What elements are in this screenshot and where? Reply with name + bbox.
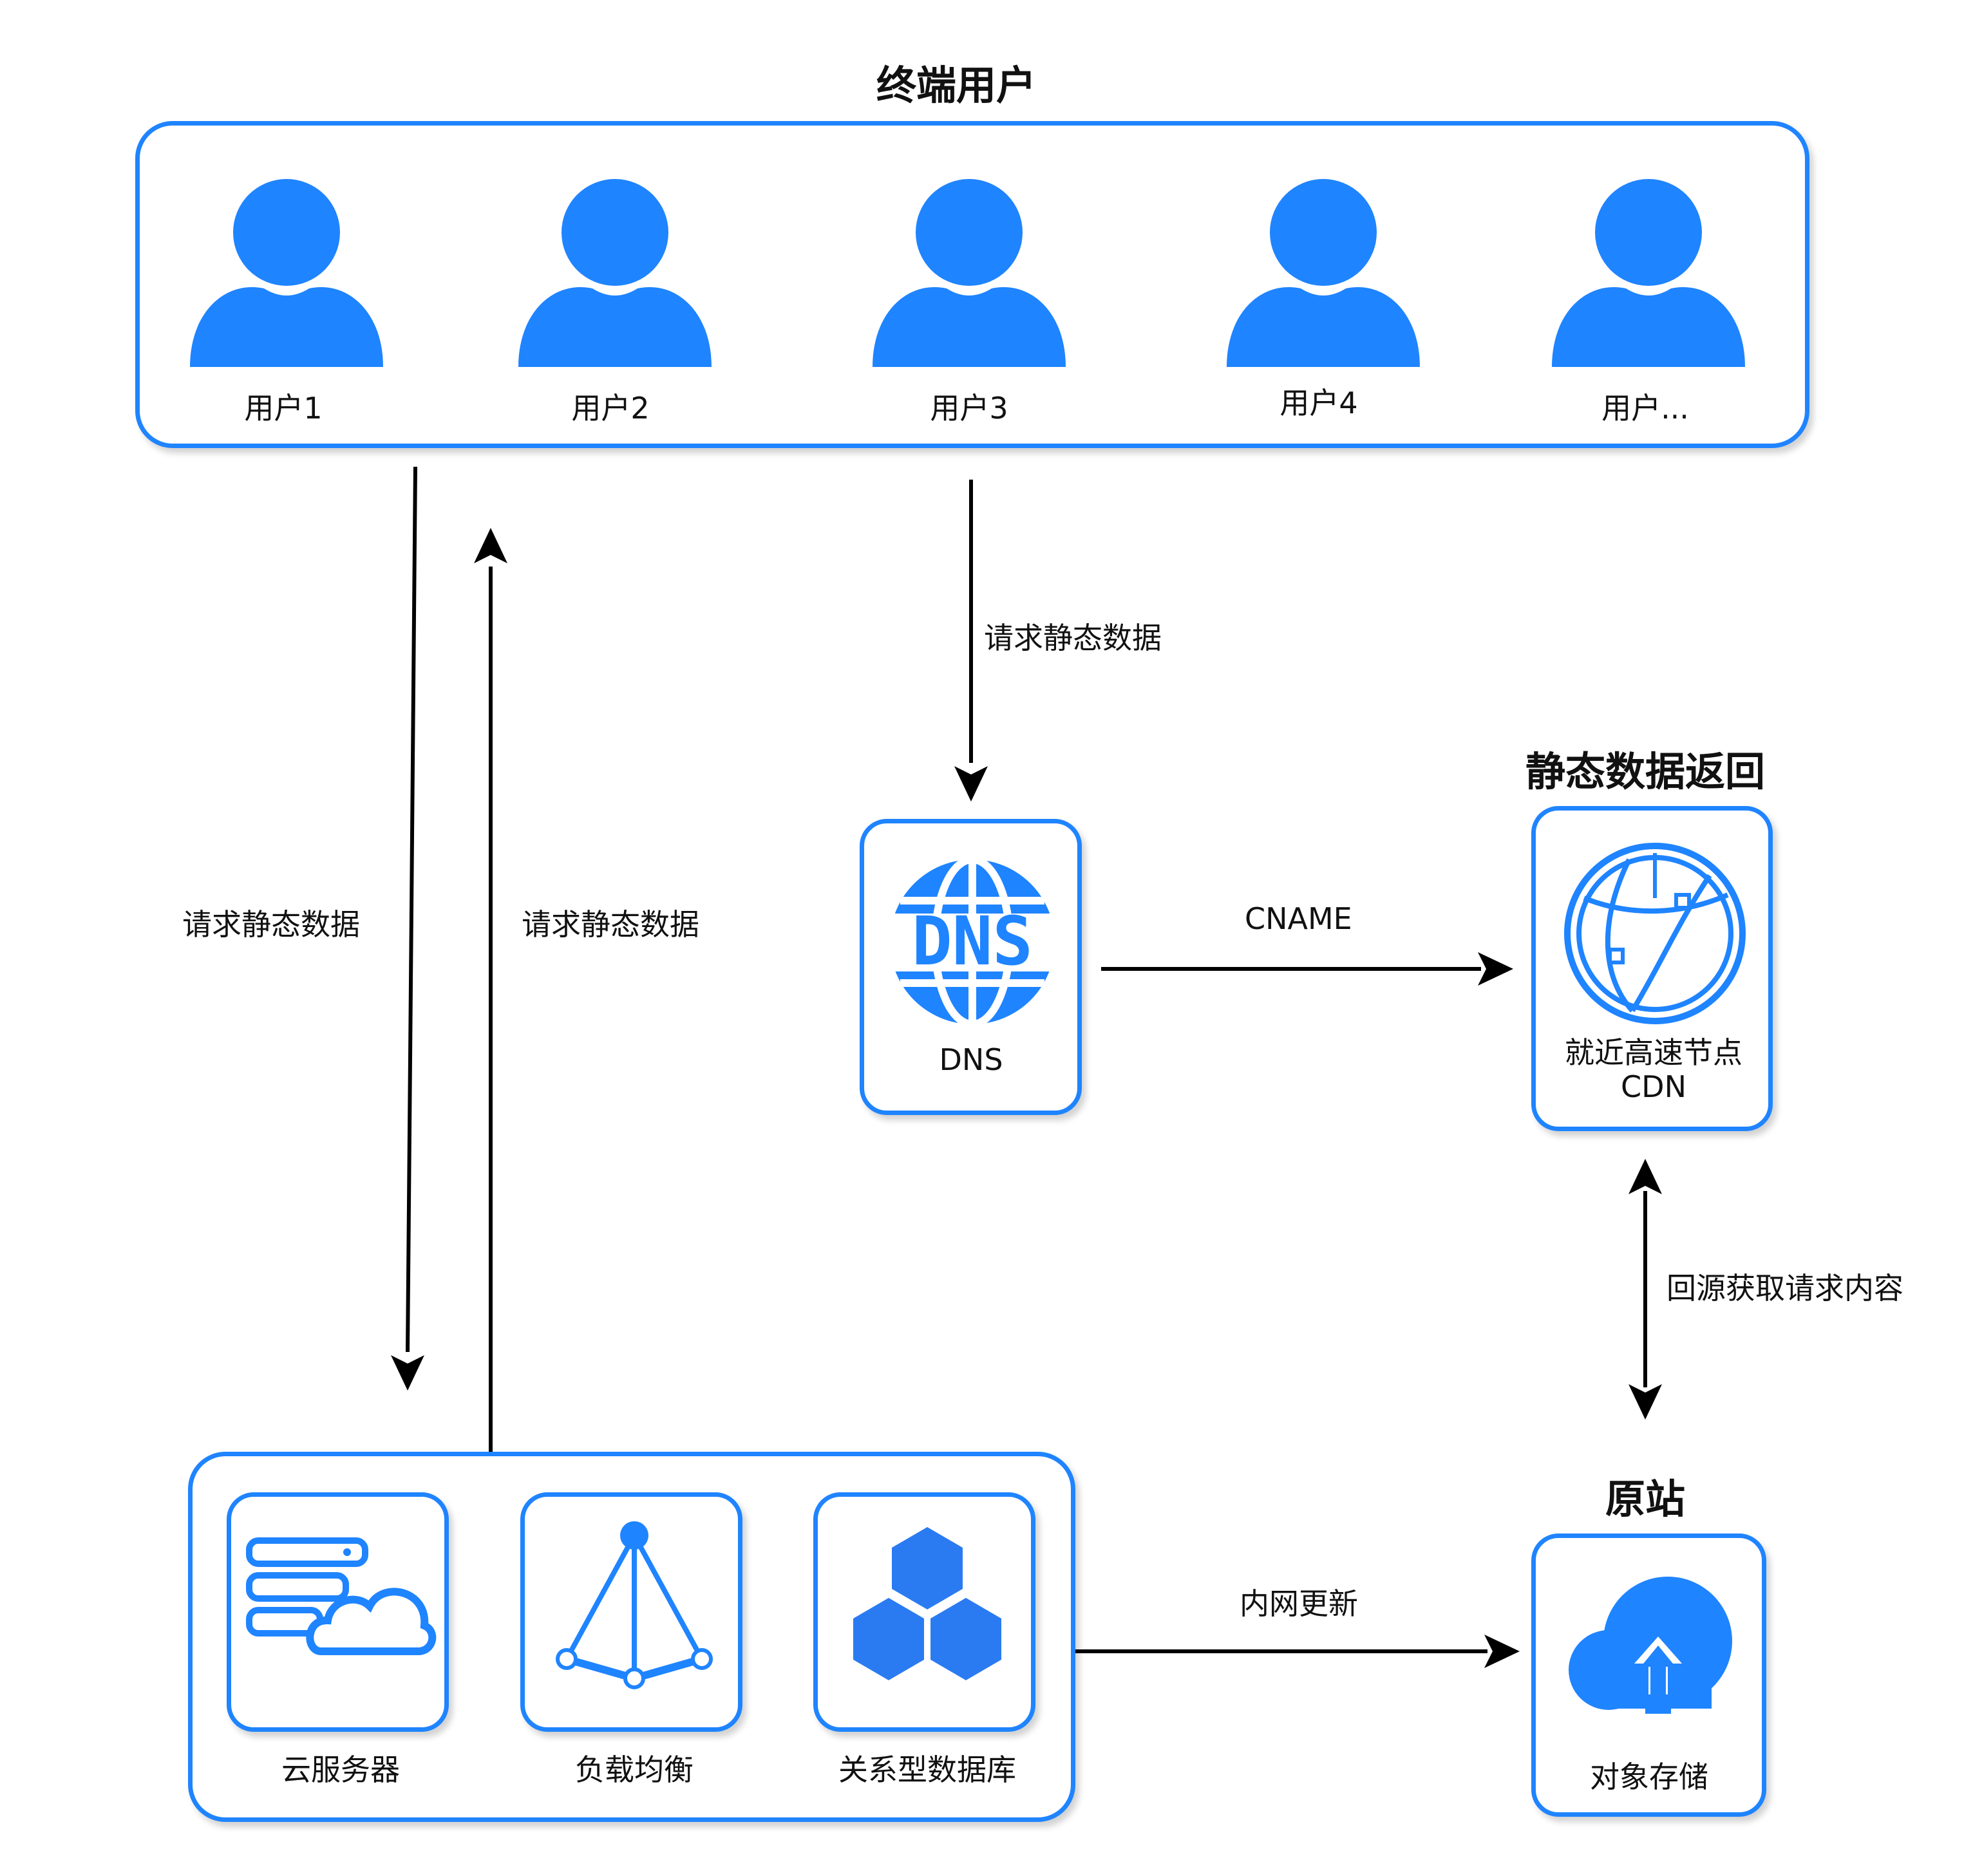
- edge-label-backend-to-users: 请求静态数据: [522, 907, 699, 942]
- dns-icon-text: DNS: [912, 902, 1033, 980]
- user-icon: [873, 179, 1066, 367]
- cdn-title: 静态数据返回: [1525, 748, 1766, 795]
- database-label: 关系型数据库: [838, 1752, 1016, 1787]
- cdn-node[interactable]: 就近高速节点 CDN: [1531, 806, 1773, 1131]
- load-balancer-node[interactable]: 负载均衡: [520, 1492, 742, 1787]
- dns-globe-icon: DNS: [881, 856, 1064, 1028]
- origin-label: 对象存储: [1590, 1759, 1708, 1794]
- edge-users-to-dns: [954, 480, 988, 802]
- user-icon: [190, 179, 383, 367]
- edge-label-cdn-origin: 回源获取请求内容: [1667, 1271, 1903, 1306]
- globe-network-icon: [1564, 843, 1746, 1024]
- edge-label-users-to-dns: 请求静态数据: [984, 621, 1162, 655]
- origin-node[interactable]: 对象存储: [1531, 1534, 1766, 1817]
- user-more-label: 用户...: [1601, 391, 1689, 426]
- user-4-label: 用户4: [1279, 386, 1358, 420]
- cloud-upload-icon: [1569, 1577, 1732, 1714]
- load-balancer-icon: [556, 1521, 713, 1689]
- edge-label-backend-to-origin: 内网更新: [1240, 1586, 1358, 1621]
- edge-users-to-backend: [391, 466, 424, 1391]
- cdn-label-line1: 就近高速节点: [1565, 1035, 1742, 1070]
- user-icon: [518, 179, 712, 367]
- cloud-server-node[interactable]: 云服务器: [227, 1492, 449, 1787]
- origin-title: 原站: [1605, 1476, 1686, 1523]
- user-icon: [1227, 179, 1420, 367]
- cloud-server-label: 云服务器: [281, 1752, 400, 1787]
- edge-backend-to-origin: [1074, 1635, 1520, 1668]
- cdn-label-line2: CDN: [1621, 1069, 1686, 1104]
- user-1-label: 用户1: [244, 391, 323, 426]
- user-icon: [1552, 179, 1745, 367]
- edge-cdn-origin: [1629, 1159, 1662, 1420]
- edge-label-dns-to-cdn: CNAME: [1245, 901, 1352, 936]
- database-node[interactable]: 关系型数据库: [813, 1492, 1035, 1787]
- users-group-title: 终端用户: [876, 62, 1037, 109]
- cloud-server-icon: [246, 1537, 437, 1655]
- dns-label: DNS: [939, 1042, 1003, 1077]
- database-cubes-icon: [853, 1527, 1001, 1680]
- user-3-label: 用户3: [930, 391, 1008, 426]
- load-balancer-label: 负载均衡: [575, 1752, 694, 1787]
- edge-dns-to-cdn: [1101, 952, 1513, 986]
- user-2-label: 用户2: [571, 391, 650, 426]
- edge-label-users-to-backend: 请求静态数据: [182, 907, 360, 942]
- dns-node[interactable]: DNS DNS: [860, 819, 1082, 1115]
- edge-backend-to-users: [474, 528, 507, 1458]
